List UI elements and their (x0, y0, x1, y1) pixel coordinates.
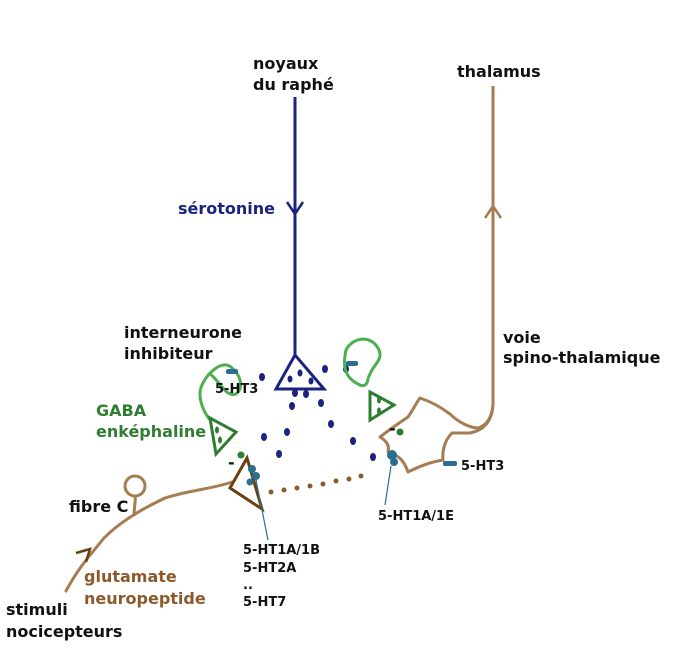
label-interneurone-line1: interneurone (124, 323, 242, 342)
fibre-c-terminal-triangle (228, 454, 265, 513)
right-interneuron-vesicles (377, 396, 404, 436)
receptor-list-item: 5-HT7 (243, 595, 286, 610)
label-stimuli-line2: nocicepteurs (6, 622, 122, 641)
label-5ht3-left: 5-HT3 (215, 382, 258, 397)
label-glutamate: glutamate (84, 567, 177, 586)
receptor-cluster-presynaptic (246, 465, 269, 541)
receptor-list-item: .. (243, 578, 253, 593)
label-5ht1a-1e: 5-HT1A/1E (378, 509, 454, 524)
right-interneuron-triangle (368, 389, 397, 423)
label-serotonine: sérotonine (178, 199, 275, 218)
fibre-c-branch (132, 495, 137, 517)
receptor-5ht3-right (443, 461, 457, 466)
left-interneuron-vesicles (215, 426, 245, 459)
fibre-c-arrow (75, 547, 92, 563)
glutamate-vesicles (268, 473, 364, 495)
label-gaba: GABA (96, 401, 147, 420)
label-enkephaline: enképhaline (96, 422, 206, 441)
right-interneuron-5ht3-receptor (346, 361, 358, 366)
minus-sign-left: - (228, 453, 235, 472)
serotonin-arrow-down (285, 201, 305, 217)
left-interneuron-triangle (208, 415, 239, 458)
spinothalamic-cell-body (378, 396, 495, 474)
receptor-list-item: 5-HT1A/1B (243, 543, 320, 558)
label-thalamus: thalamus (457, 62, 541, 81)
label-stimuli-line1: stimuli (6, 600, 68, 619)
right-interneuron-loop (343, 337, 382, 388)
label-voie-line1: voie (503, 328, 541, 347)
fibre-c-ending (123, 474, 147, 498)
label-5ht3-right: 5-HT3 (461, 459, 504, 474)
spinothalamic-arrow-up (483, 203, 503, 219)
minus-sign-right: - (389, 419, 396, 438)
receptor-list-item: 5-HT2A (243, 561, 296, 576)
left-interneuron-5ht3-receptor (226, 369, 238, 374)
label-interneurone-line2: inhibiteur (124, 344, 213, 363)
left-interneuron-loop (198, 363, 243, 421)
receptor-5ht1a-1e (384, 450, 398, 506)
label-noyaux-line2: du raphé (253, 75, 334, 94)
label-neuropeptide: neuropeptide (84, 589, 206, 608)
label-noyaux-line1: noyaux (253, 54, 319, 73)
label-fibre-c: fibre C (69, 497, 128, 516)
label-voie-line2: spino-thalamique (503, 348, 661, 367)
